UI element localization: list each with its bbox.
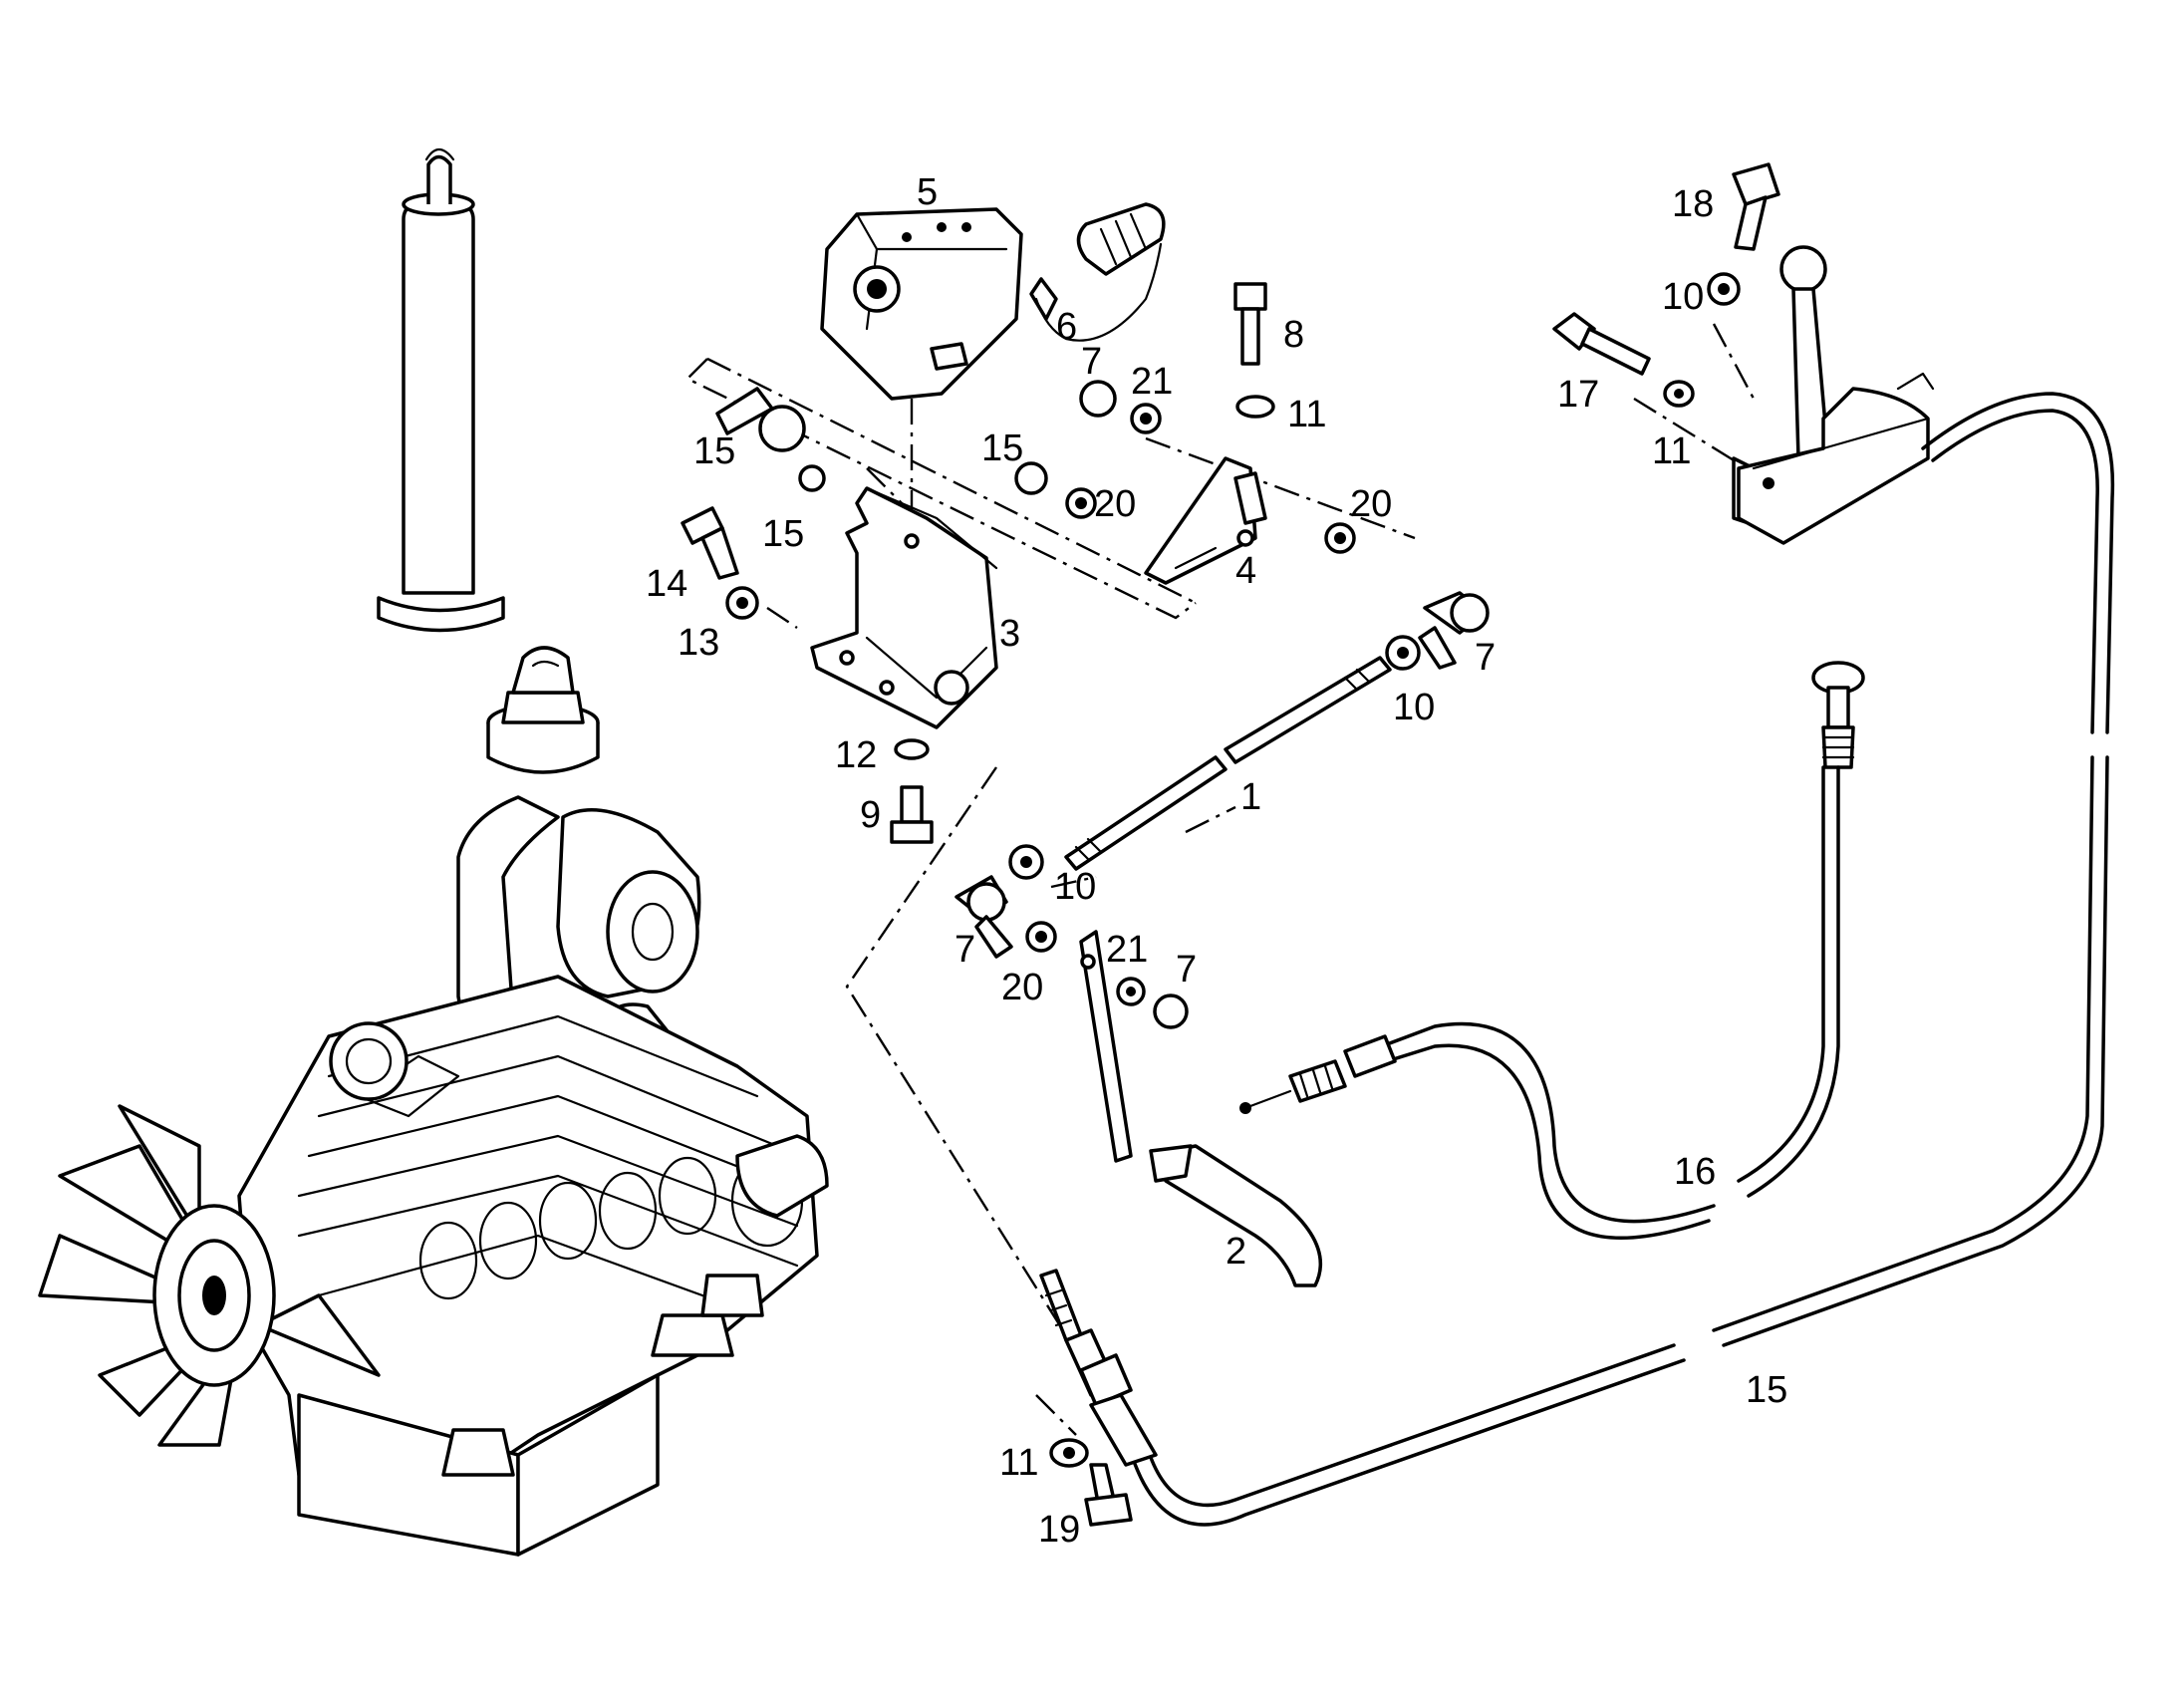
part-5-valve-body	[820, 202, 1166, 401]
callout-7-top: 7	[1081, 341, 1102, 383]
callout-10-left: 10	[1054, 866, 1096, 908]
callout-10-right: 10	[1393, 687, 1435, 728]
part-3-bracket	[810, 486, 998, 729]
callout-21-top: 21	[1131, 361, 1173, 403]
callout-4: 4	[1235, 550, 1256, 592]
callout-7-bottom: 7	[1176, 949, 1197, 991]
callout-2: 2	[1226, 1231, 1246, 1273]
callout-12: 12	[835, 734, 877, 776]
callout-21-bottom: 21	[1106, 929, 1148, 971]
callout-7-right: 7	[1475, 637, 1496, 679]
callout-18: 18	[1672, 183, 1714, 225]
callout-9: 9	[860, 794, 881, 836]
callout-8: 8	[1283, 314, 1304, 356]
callout-6: 6	[1056, 306, 1077, 348]
part-2-lever	[1079, 930, 1323, 1287]
fan-illustration	[38, 1104, 381, 1447]
callout-13: 13	[678, 622, 719, 664]
callout-3: 3	[999, 613, 1020, 655]
callout-20-left: 20	[1001, 967, 1043, 1008]
callout-20-center: 20	[1094, 483, 1136, 525]
callout-15-center: 15	[981, 427, 1023, 469]
callout-20-right: 20	[1350, 483, 1392, 525]
callout-11-bottom: 11	[999, 1442, 1038, 1484]
callout-19: 19	[1038, 1509, 1080, 1551]
callout-1: 1	[1240, 776, 1261, 818]
fastener-hardware	[681, 162, 1780, 1527]
callout-5: 5	[917, 171, 938, 213]
callout-15-left-bottom: 15	[762, 513, 804, 555]
callout-17: 17	[1557, 374, 1599, 416]
engine-illustration	[38, 147, 829, 1557]
control-lever-unit	[1732, 245, 1935, 545]
callout-15-cable: 15	[1746, 1369, 1787, 1411]
center-lines	[684, 323, 1756, 1436]
callout-14: 14	[646, 563, 687, 605]
callout-11-right: 11	[1652, 430, 1691, 472]
callout-7-left: 7	[955, 929, 975, 971]
callout-16: 16	[1674, 1151, 1716, 1193]
callout-11-top: 11	[1287, 394, 1326, 435]
callout-15-left-top: 15	[693, 430, 735, 472]
part-4-bracket-plate	[1144, 456, 1267, 585]
push-pull-knob	[1811, 661, 1865, 769]
cable-assemblies	[1039, 392, 2115, 1527]
callout-labels: 1 2 3 4 5 6 7 7 7 7 8 9 10 10 10 11 11 1…	[646, 171, 1787, 1551]
part-1-threaded-rod	[1064, 656, 1392, 871]
callout-10-top: 10	[1662, 276, 1704, 318]
